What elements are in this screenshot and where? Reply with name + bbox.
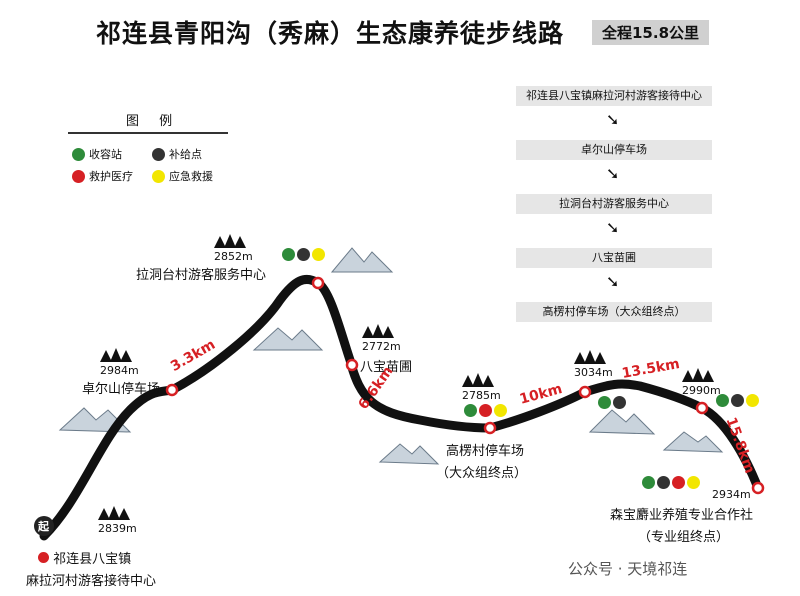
mountain-decor <box>662 431 724 453</box>
point-label: 祁连县八宝镇 <box>38 548 131 567</box>
mountain-decor <box>252 327 324 351</box>
supply-point-icon <box>657 476 670 489</box>
emergency-rescue-icon <box>152 169 165 183</box>
peak-icon <box>682 368 714 382</box>
route-marker <box>165 383 179 397</box>
legend-divider <box>68 132 228 134</box>
first-aid-icon <box>479 404 492 417</box>
legend-title: 图 例 <box>126 114 181 129</box>
supply-point-icon <box>731 394 744 407</box>
facility-icons <box>716 394 759 407</box>
peak-icon <box>98 506 130 520</box>
peak-icon <box>462 373 494 387</box>
emergency-rescue-icon <box>494 404 507 417</box>
first-aid-icon <box>72 169 85 183</box>
peak-icon <box>214 234 246 248</box>
start-badge-label: 起 <box>38 520 49 533</box>
emergency-rescue-icon <box>312 248 325 261</box>
legend-item: 收容站 <box>72 146 122 162</box>
emergency-rescue-icon <box>687 476 700 489</box>
legend-item: 应急救援 <box>152 168 213 184</box>
elevation-label: 2934m <box>712 488 751 501</box>
peak-icon <box>100 348 132 362</box>
total-distance-badge: 全程15.8公里 <box>592 20 710 45</box>
facility-icons <box>282 248 325 261</box>
toll-booth-icon <box>642 476 655 489</box>
route-marker <box>311 276 325 290</box>
flow-step: 高楞村停车场（大众组终点） <box>516 302 712 322</box>
toll-booth-icon <box>282 248 295 261</box>
elevation-label: 2785m <box>462 389 501 402</box>
emergency-rescue-icon <box>746 394 759 407</box>
arrow-down-icon: ➘ <box>606 110 620 129</box>
route-marker <box>578 385 592 399</box>
point-label: 八宝苗圃 <box>360 360 413 375</box>
supply-point-icon <box>152 147 165 161</box>
elevation-label: 3034m <box>574 366 613 379</box>
elevation-label: 2990m <box>682 384 721 397</box>
point-label: 高楞村停车场 <box>446 444 525 459</box>
mountain-decor <box>588 409 656 435</box>
flow-step: 卓尔山停车场 <box>516 140 712 160</box>
legend-item: 救护医疗 <box>72 168 133 184</box>
peak-icon <box>574 350 606 364</box>
elevation-label: 2984m <box>100 364 139 377</box>
point-label: 拉洞台村游客服务中心 <box>136 268 267 283</box>
elevation-label: 2852m <box>214 250 253 263</box>
facility-icons <box>464 404 507 417</box>
toll-booth-icon <box>716 394 729 407</box>
hiking-route <box>39 274 763 541</box>
flow-step: 八宝苗圃 <box>516 248 712 268</box>
route-marker <box>695 401 709 415</box>
toll-booth-icon <box>464 404 477 417</box>
point-label: 森宝麝业养殖专业合作社 <box>610 508 754 523</box>
elevation-label: 2772m <box>362 340 401 353</box>
route-marker <box>483 421 497 435</box>
toll-booth-icon <box>72 147 85 161</box>
start-badge <box>34 516 54 536</box>
toll-booth-icon <box>598 396 611 409</box>
elevation-label: 2839m <box>98 522 137 535</box>
first-aid-icon <box>672 476 685 489</box>
route-marker <box>751 481 765 495</box>
mountain-decor <box>330 247 394 273</box>
arrow-down-icon: ➘ <box>606 164 620 183</box>
first-aid-icon <box>38 552 49 563</box>
route-marker <box>345 358 359 372</box>
arrow-down-icon: ➘ <box>606 218 620 237</box>
flow-step: 祁连县八宝镇麻拉河村游客接待中心 <box>516 86 712 106</box>
facility-icons <box>598 396 626 409</box>
supply-point-icon <box>613 396 626 409</box>
point-label: 卓尔山停车场 <box>82 382 161 397</box>
legend-item: 补给点 <box>152 146 202 162</box>
supply-point-icon <box>297 248 310 261</box>
point-label: （大众组终点） <box>436 466 528 481</box>
point-label: （专业组终点） <box>638 530 730 545</box>
flow-step: 拉洞台村游客服务中心 <box>516 194 712 214</box>
watermark: 公众号 · 天境祁连 <box>568 560 688 578</box>
page-title: 祁连县青阳沟（秀麻）生态康养徒步线路 <box>96 19 565 48</box>
facility-icons <box>642 476 700 489</box>
mountain-decor <box>378 443 440 465</box>
arrow-down-icon: ➘ <box>606 272 620 291</box>
point-label: 麻拉河村游客接待中心 <box>26 574 157 589</box>
peak-icon <box>362 324 394 338</box>
